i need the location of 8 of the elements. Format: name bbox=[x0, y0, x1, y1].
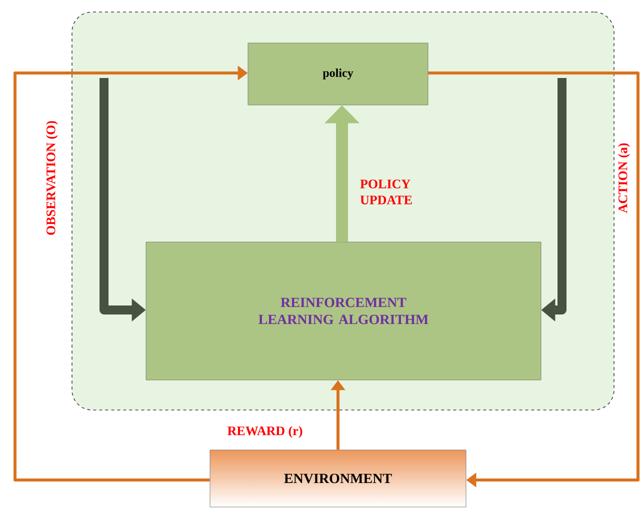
edge-label: REWARD (r) bbox=[228, 426, 302, 438]
edge-label: ACTION (a) bbox=[618, 143, 630, 214]
arrow bbox=[428, 72, 640, 488]
edge-label: OBSERVATION (O) bbox=[46, 121, 58, 235]
algorithm-box: REINFORCEMENT LEARNING ALGORITHM bbox=[146, 242, 542, 380]
policy-box: policy bbox=[248, 42, 428, 106]
edge-label: POLICY UPDATE bbox=[360, 180, 412, 204]
environment-box: ENVIRONMENT bbox=[210, 450, 466, 508]
